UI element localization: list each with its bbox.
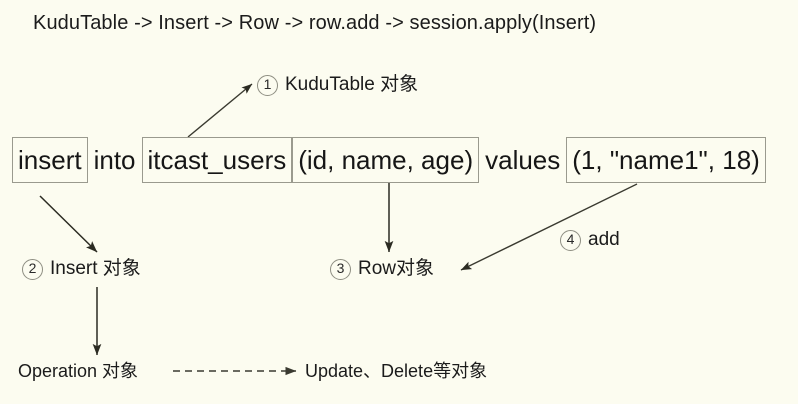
sql-token-insert: insert <box>12 137 88 183</box>
sql-token-into: into <box>93 145 136 175</box>
update-delete-object-label: Update、Delete等对象 <box>305 361 488 381</box>
circled-number-1: 1 <box>257 75 278 96</box>
connector-values-to-note3 <box>460 183 638 271</box>
page-title: KuduTable -> Insert -> Row -> row.add ->… <box>33 12 597 34</box>
annotation-label-4: add <box>588 229 620 250</box>
operation-object-label: Operation 对象 <box>18 361 139 381</box>
annotation-kudutable-object: 1 KuduTable 对象 <box>257 75 418 96</box>
sql-token-values-keyword: values <box>485 145 561 175</box>
annotation-label-1: KuduTable 对象 <box>285 74 419 95</box>
sql-token-columns: (id, name, age) <box>292 137 480 183</box>
sql-statement: insert into itcast_users (id, name, age)… <box>12 137 766 183</box>
circled-number-3: 3 <box>330 259 351 280</box>
connector-insert-to-note2 <box>39 195 98 253</box>
annotation-insert-object: 2 Insert 对象 <box>22 259 141 280</box>
sql-token-table-name: itcast_users <box>141 137 293 183</box>
annotation-label-2: Insert 对象 <box>50 258 141 279</box>
sql-token-values-tuple: (1, "name1", 18) <box>566 137 766 183</box>
connector-itcast-users-to-note1 <box>187 83 253 138</box>
annotation-row-object: 3 Row对象 <box>330 259 434 280</box>
circled-number-4: 4 <box>560 230 581 251</box>
annotation-label-3: Row对象 <box>358 258 435 279</box>
annotation-add: 4 add <box>560 230 620 251</box>
circled-number-2: 2 <box>22 259 43 280</box>
